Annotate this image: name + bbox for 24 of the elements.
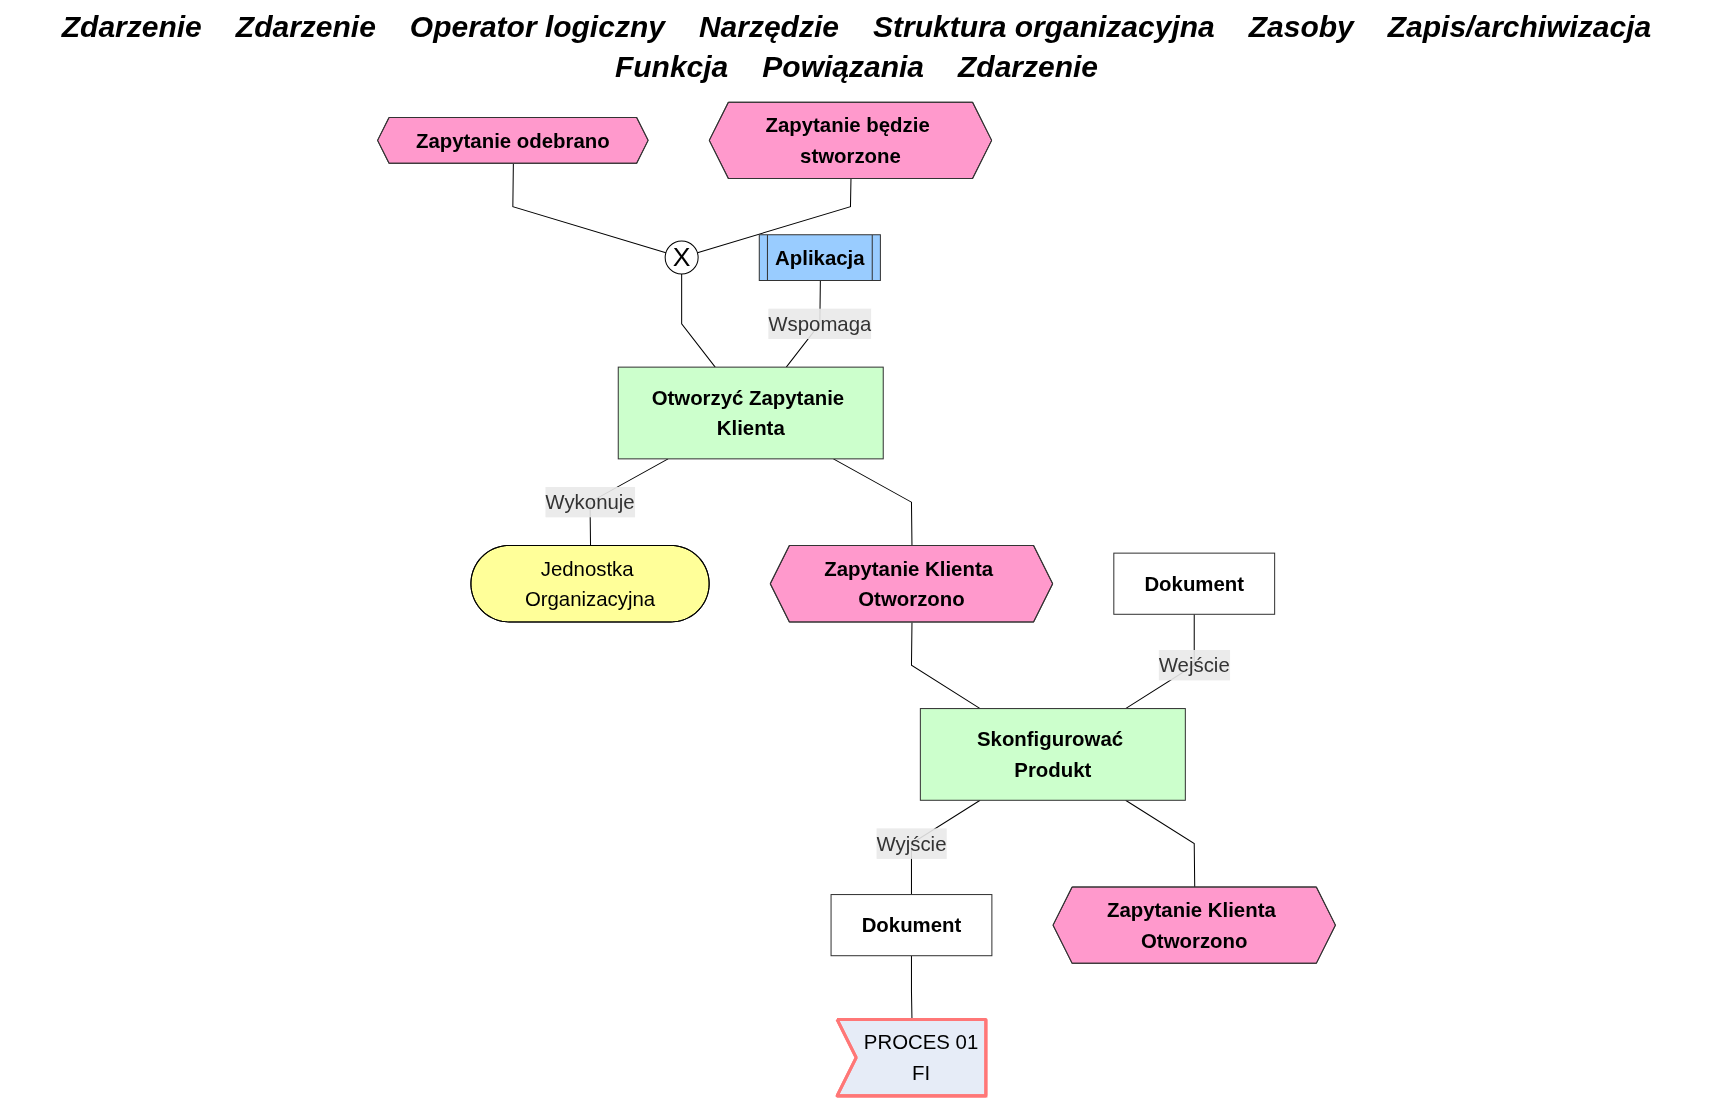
connector: [512, 163, 667, 254]
connector: [832, 458, 913, 547]
node-box: Skonfigurować Produkt: [919, 708, 1186, 801]
edge-label: Wykonuje: [545, 490, 635, 514]
annotation-label: Zdarzenie: [235, 10, 376, 44]
connector: [910, 621, 981, 710]
annotation-label: Funkcja: [614, 50, 729, 84]
edge-label: Wspomaga: [768, 312, 872, 336]
connector: [681, 273, 716, 368]
annotation-label: Zdarzenie: [958, 50, 1099, 84]
edge-label: Wyjście: [876, 832, 947, 855]
node-box: Otworzyć Zapytanie Klienta: [617, 366, 884, 460]
connector: [1125, 799, 1196, 888]
edge-label: Wejście: [1158, 654, 1230, 677]
annotation-label: Operator logiczny: [409, 10, 665, 44]
node-box: Dokument: [1113, 552, 1276, 615]
annotation-label: Zasoby: [1248, 10, 1354, 44]
annotation-label: Zdarzenie: [61, 10, 202, 44]
annotation-label: Powiązania: [762, 50, 924, 84]
node-circle: X: [664, 240, 699, 275]
annotation-label: Struktura organizacyjna: [872, 10, 1215, 44]
annotation-label: Zapis/archiwizacja: [1387, 10, 1652, 44]
node-box: Dokument: [830, 894, 993, 957]
annotation-label: Narzędzie: [698, 10, 839, 44]
